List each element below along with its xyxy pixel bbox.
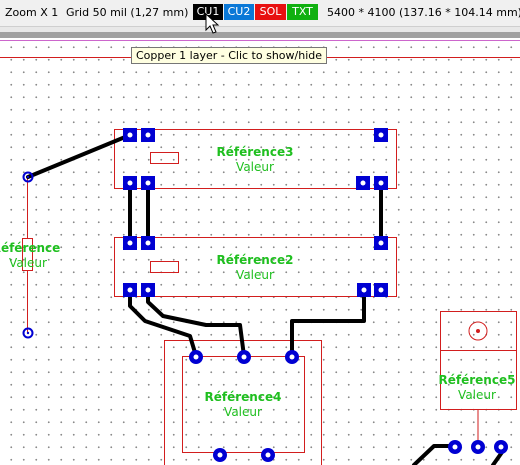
pad-ref2-7[interactable] bbox=[374, 283, 388, 297]
component-reference: Référence2 bbox=[217, 253, 294, 267]
round-pads bbox=[22, 171, 508, 462]
pad-ref4-2[interactable] bbox=[237, 350, 251, 364]
pad-ref2-6[interactable] bbox=[357, 283, 371, 297]
pad-ref4-3[interactable] bbox=[285, 350, 299, 364]
pad-ref2-2[interactable] bbox=[141, 236, 155, 250]
component-value: Valeur bbox=[224, 405, 262, 419]
track[interactable] bbox=[146, 288, 246, 358]
pad-ref3-3[interactable] bbox=[374, 128, 388, 142]
layer-sol-button[interactable]: SOL bbox=[255, 4, 286, 20]
component-value: Valeur bbox=[236, 268, 274, 282]
pcb-canvas[interactable] bbox=[0, 38, 520, 465]
ruler-strip bbox=[0, 26, 520, 32]
pad-ref5-2[interactable] bbox=[471, 440, 485, 454]
component-hole-center-ref5 bbox=[476, 329, 480, 333]
component-reference: Référence5 bbox=[439, 373, 516, 387]
component-value: Valeur bbox=[236, 160, 274, 174]
component-outline-ref3 bbox=[114, 129, 397, 189]
pad-ref3-2[interactable] bbox=[141, 128, 155, 142]
pad-ref-1[interactable] bbox=[22, 171, 34, 183]
toolbar: Zoom X 1 Grid 50 mil (1,27 mm) CU1 CU2 S… bbox=[0, 0, 520, 26]
pad-ref5-1[interactable] bbox=[448, 440, 462, 454]
pad-ref3-4[interactable] bbox=[123, 176, 137, 190]
pad-ref3-1[interactable] bbox=[123, 128, 137, 142]
track[interactable] bbox=[26, 133, 132, 179]
component-value: Valeur bbox=[458, 388, 496, 402]
grid-label: Grid 50 mil (1,27 mm) bbox=[66, 6, 189, 19]
pad-ref4-1[interactable] bbox=[189, 350, 203, 364]
layer-tooltip: Copper 1 layer - Clic to show/hide bbox=[131, 47, 328, 64]
component-outline-ref2 bbox=[114, 237, 397, 297]
pad-ref-2[interactable] bbox=[22, 327, 34, 339]
track[interactable] bbox=[128, 288, 198, 358]
pad-ref5-3[interactable] bbox=[494, 440, 508, 454]
component-reference: Référence bbox=[0, 241, 60, 255]
pad-ref2-4[interactable] bbox=[123, 283, 137, 297]
pad-ref3-6[interactable] bbox=[356, 176, 370, 190]
pad-ref4-5[interactable] bbox=[261, 448, 275, 462]
pad-ref2-1[interactable] bbox=[123, 236, 137, 250]
layer-txt-button[interactable]: TXT bbox=[287, 4, 318, 20]
component-body-ref3 bbox=[150, 152, 179, 164]
component-body-ref2 bbox=[150, 261, 179, 273]
component-hole-ref5 bbox=[468, 321, 488, 341]
component-value: Valeur bbox=[9, 256, 47, 270]
board-dimensions: 5400 * 4100 (137.16 * 104.14 mm) bbox=[327, 6, 520, 19]
track[interactable] bbox=[290, 288, 366, 358]
component-body-ref bbox=[22, 238, 33, 271]
pad-ref4-4[interactable] bbox=[213, 448, 227, 462]
scroll-strip[interactable] bbox=[0, 32, 520, 38]
component-reference: Référence4 bbox=[205, 390, 282, 404]
component-reference: Référence3 bbox=[217, 145, 294, 159]
pad-ref3-5[interactable] bbox=[141, 176, 155, 190]
layer-cu1-button[interactable]: CU1 bbox=[193, 4, 223, 20]
mouse-cursor-icon bbox=[205, 12, 220, 34]
layer-cu2-button[interactable]: CU2 bbox=[224, 4, 254, 20]
square-pads bbox=[123, 128, 388, 297]
zoom-label: Zoom X 1 bbox=[5, 6, 59, 19]
pad-ref2-5[interactable] bbox=[141, 283, 155, 297]
pad-ref2-3[interactable] bbox=[374, 236, 388, 250]
pad-ref3-7[interactable] bbox=[374, 176, 388, 190]
track[interactable] bbox=[412, 444, 457, 465]
